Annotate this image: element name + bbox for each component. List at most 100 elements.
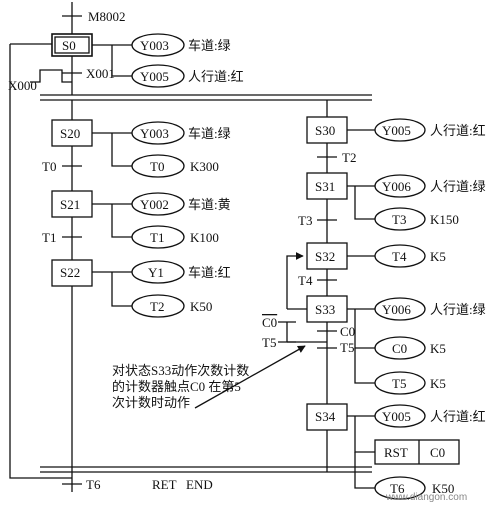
step-s30-box bbox=[306, 116, 348, 144]
s34-out-desc: 人行道:红 bbox=[430, 409, 486, 424]
t0-label: T0 bbox=[42, 159, 56, 174]
exit-t5-label: T5 bbox=[340, 340, 354, 355]
annotation-line2: 的计数器触点C0 在第5 bbox=[112, 379, 241, 394]
s0-out2-desc: 人行道:红 bbox=[188, 69, 244, 84]
t3-label: T3 bbox=[298, 213, 312, 228]
m8002-label: M8002 bbox=[88, 9, 126, 24]
exit-c0-label: C0 bbox=[340, 324, 355, 339]
s22-timer-k: K50 bbox=[190, 299, 212, 314]
s21-timer-text: T1 bbox=[150, 230, 164, 245]
step-s0-inner bbox=[54, 36, 90, 54]
s32-label: S32 bbox=[315, 249, 335, 264]
loop-c0-label: C0 bbox=[262, 315, 277, 330]
s30-out-text: Y005 bbox=[382, 123, 411, 138]
s22-timer-text: T2 bbox=[150, 299, 164, 314]
step-s21-box bbox=[51, 190, 93, 218]
s0-out2-text: Y005 bbox=[140, 69, 169, 84]
s31-out-desc: 人行道:绿 bbox=[430, 179, 486, 194]
left-branch bbox=[51, 100, 185, 472]
s32-timer-text: T4 bbox=[392, 249, 407, 264]
s31-output-y006 bbox=[374, 174, 426, 198]
s21-timer-k: K100 bbox=[190, 230, 219, 245]
s22-label: S22 bbox=[60, 265, 80, 280]
s31-out-text: Y006 bbox=[382, 179, 411, 194]
step-s31-box bbox=[306, 172, 348, 200]
s33-out-desc: 人行道:绿 bbox=[430, 302, 486, 317]
s34-timer-text: T6 bbox=[390, 481, 405, 496]
x000-label: X000 bbox=[8, 78, 37, 93]
loop-t5-label: T5 bbox=[262, 335, 276, 350]
s21-label: S21 bbox=[60, 197, 80, 212]
s20-out-text: Y003 bbox=[140, 126, 169, 141]
s33-counter-k: K5 bbox=[430, 341, 446, 356]
step-s22-box bbox=[51, 259, 93, 287]
s21-out-text: Y002 bbox=[140, 197, 169, 212]
x000-contact bbox=[30, 69, 72, 83]
s31-timer-text: T3 bbox=[392, 212, 406, 227]
s20-timer-k: K300 bbox=[190, 159, 219, 174]
rst-text: RST bbox=[384, 445, 408, 460]
divergence-bar bbox=[40, 94, 372, 101]
s33-counter-c0 bbox=[374, 336, 426, 360]
annotation-line3: 次计数时动作 bbox=[112, 395, 190, 410]
step-s34-box bbox=[306, 403, 348, 431]
rst-target-text: C0 bbox=[430, 445, 445, 460]
initial-section bbox=[9, 2, 185, 479]
convergence-bar bbox=[40, 466, 372, 492]
s22-out-text: Y1 bbox=[148, 265, 164, 280]
s31-timer-k: K150 bbox=[430, 212, 459, 227]
s33-label: S33 bbox=[315, 302, 335, 317]
s32-timer-k: K5 bbox=[430, 249, 446, 264]
annotation-arrow bbox=[194, 345, 306, 409]
t6-label: T6 bbox=[86, 477, 101, 492]
s32-timer-t4 bbox=[374, 244, 426, 268]
s22-out-desc: 车道:红 bbox=[188, 265, 231, 280]
s21-out-desc: 车道:黄 bbox=[188, 197, 231, 212]
s0-out1-text: Y003 bbox=[140, 38, 169, 53]
s20-output-y003 bbox=[131, 121, 185, 145]
s20-out-desc: 车道:绿 bbox=[188, 126, 231, 141]
s34-timer-t6 bbox=[374, 476, 426, 500]
s0-label: S0 bbox=[62, 38, 76, 53]
s20-label: S20 bbox=[60, 126, 80, 141]
s34-timer-k: K50 bbox=[432, 481, 454, 496]
s21-output-y002 bbox=[131, 192, 185, 216]
s30-out-desc: 人行道:红 bbox=[430, 123, 486, 138]
step-s32-box bbox=[306, 242, 348, 270]
annotation-line1: 对状态S33动作次数计数 bbox=[112, 363, 249, 378]
right-branch bbox=[278, 100, 460, 500]
s33-counter-text: C0 bbox=[392, 341, 407, 356]
s33-timer-k: K5 bbox=[430, 376, 446, 391]
end-label: END bbox=[186, 477, 213, 492]
s34-output-y005 bbox=[374, 404, 426, 428]
s34-label: S34 bbox=[315, 409, 336, 424]
s34-out-text: Y005 bbox=[382, 409, 411, 424]
s22-output-y1 bbox=[131, 260, 185, 284]
watermark: www.diangon.com bbox=[385, 492, 467, 503]
s22-timer-t2 bbox=[131, 294, 185, 318]
s31-timer-t3 bbox=[374, 207, 426, 231]
s33-timer-text: T5 bbox=[392, 376, 406, 391]
s30-label: S30 bbox=[315, 123, 335, 138]
x001-label: X001 bbox=[86, 66, 115, 81]
s0-output-y005 bbox=[131, 64, 185, 88]
step-s33-box bbox=[306, 295, 348, 323]
s30-output-y005 bbox=[374, 118, 426, 142]
s20-timer-text: T0 bbox=[150, 159, 164, 174]
t1-label: T1 bbox=[42, 230, 56, 245]
ret-label: RET bbox=[152, 477, 177, 492]
t2-label: T2 bbox=[342, 150, 356, 165]
step-s20-box bbox=[51, 119, 93, 147]
t4-label: T4 bbox=[298, 273, 313, 288]
s0-out1-desc: 车道:绿 bbox=[188, 38, 231, 53]
s31-label: S31 bbox=[315, 179, 335, 194]
s0-output-y003 bbox=[131, 33, 185, 57]
s21-timer-t1 bbox=[131, 225, 185, 249]
s33-output-y006 bbox=[374, 297, 426, 321]
s33-timer-t5 bbox=[374, 371, 426, 395]
rst-c0-box bbox=[374, 439, 460, 465]
s33-out-text: Y006 bbox=[382, 302, 411, 317]
loop-back-arrow bbox=[286, 252, 304, 309]
s20-timer-t0 bbox=[131, 154, 185, 178]
